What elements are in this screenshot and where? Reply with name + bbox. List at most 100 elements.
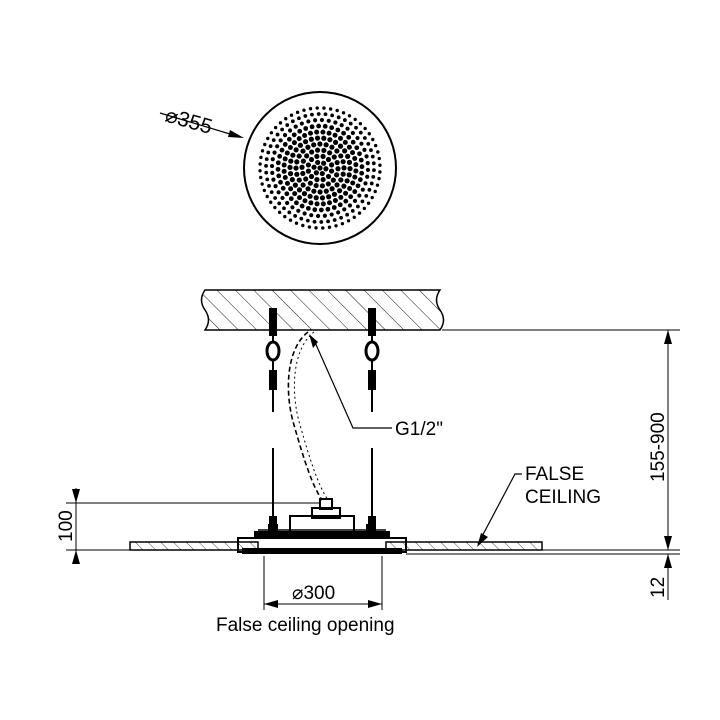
nozzle-dot [342, 139, 348, 145]
nozzle-dot [365, 174, 370, 179]
nozzle-dot [296, 153, 302, 159]
nozzle-dot [259, 175, 263, 180]
nozzle-dot [377, 176, 381, 181]
dim-arrow-head [664, 554, 672, 568]
nozzle-dot [326, 194, 332, 200]
eye-hook [364, 340, 380, 362]
nozzle-dot [311, 142, 317, 148]
nozzle-dot [320, 201, 326, 207]
eye-hook [265, 340, 281, 362]
nozzle-dot [308, 156, 315, 163]
nozzle-dot [363, 126, 367, 131]
nozzle-dot [316, 123, 322, 129]
nozzle-dot [313, 182, 319, 189]
nozzle-dot [338, 177, 344, 183]
nozzle-dot [319, 220, 324, 224]
nozzle-dot [350, 209, 355, 213]
nozzle-dot [334, 224, 338, 228]
nozzle-dot [312, 207, 318, 213]
nozzle-dot [303, 126, 309, 131]
nozzle-dot [305, 144, 311, 150]
flexible-water-hose [293, 331, 329, 501]
suspension-hanger-right [364, 308, 380, 526]
nozzle-dot [301, 223, 305, 228]
nozzle-dot [340, 159, 346, 165]
nozzle-dot [290, 205, 295, 210]
nozzle-dot [325, 206, 331, 212]
nozzle-dot [268, 144, 273, 149]
nozzle-dot [358, 121, 363, 126]
nozzle-dot [319, 117, 325, 123]
nozzle-dot [352, 174, 358, 180]
nozzle-dot [302, 108, 306, 112]
nozzle-dot [265, 194, 269, 199]
nozzle-dot [285, 200, 290, 206]
nozzle-dot [308, 200, 314, 206]
nozzle-dot [373, 143, 378, 148]
nozzle-dot [291, 132, 297, 138]
nozzle-dot [334, 182, 340, 188]
nozzle-dot [273, 196, 278, 200]
nozzle-dot [350, 150, 356, 156]
nozzle-dot [263, 142, 267, 147]
nozzle-dot [269, 131, 274, 135]
nozzle-dot [258, 162, 262, 166]
nozzle-dot [266, 150, 271, 155]
nozzle-dot [341, 165, 347, 171]
nozzle-dot [346, 219, 351, 223]
nozzle-dot [308, 136, 314, 142]
nozzle-dot [271, 138, 276, 143]
nozzle-dot [265, 177, 270, 182]
nozzle-dot [363, 181, 368, 186]
nozzle-dot [285, 123, 290, 127]
nozzle-dot [322, 106, 326, 110]
nozzle-dot [310, 112, 314, 117]
dim-arrow-head [264, 600, 278, 608]
nozzle-dot [330, 113, 335, 118]
nozzle-dot [275, 132, 280, 137]
nozzle-dot [289, 177, 295, 183]
nozzle-dot [320, 153, 326, 159]
nozzle-dot [286, 136, 292, 142]
plate-thickness-dimension: 12 [406, 553, 680, 600]
nozzle-dot [367, 187, 372, 192]
nozzle-dot [375, 183, 380, 187]
nozzle-dot [296, 208, 301, 213]
opening-diameter-dimension: ⌀300 [263, 556, 383, 610]
nozzle-dot [273, 125, 278, 130]
nozzle-dot [372, 168, 376, 173]
nozzle-dot [350, 180, 356, 186]
nozzle-dot [337, 202, 343, 208]
frame-bracket [268, 524, 278, 534]
nozzle-dot [277, 210, 282, 215]
nozzle-dot [350, 139, 356, 145]
nozzle-dot [297, 128, 303, 134]
nozzle-dot [264, 163, 268, 168]
shower-face-plate [242, 548, 402, 554]
structural-ceiling [200, 289, 445, 331]
nozzle-dot [311, 164, 317, 170]
nozzle-dot [289, 113, 294, 117]
nozzle-dot [282, 133, 288, 138]
nozzle-dot [336, 210, 341, 215]
nozzle-dot [315, 159, 321, 166]
nozzle-dot [295, 110, 300, 115]
nozzle-dot [288, 186, 294, 192]
nozzle-dot [301, 191, 308, 197]
nozzle-dot [371, 174, 376, 179]
nozzle-dot [332, 139, 339, 145]
nozzle-dot [282, 175, 288, 181]
nozzle-dot [284, 117, 288, 121]
nozzle-dot [345, 126, 350, 131]
nozzle-dot [346, 144, 352, 150]
leader-arrow-head [477, 533, 488, 547]
nozzle-dot [364, 193, 369, 198]
nozzle-dot [329, 212, 334, 217]
ceiling-slab [200, 289, 445, 331]
nozzle-dot [362, 147, 367, 152]
nozzle-dot [321, 135, 327, 141]
nozzle-dot [287, 171, 294, 177]
nozzle-dot [364, 154, 369, 159]
false-ceiling-label-line1: FALSE [525, 464, 584, 485]
nozzle-dot [304, 153, 310, 159]
